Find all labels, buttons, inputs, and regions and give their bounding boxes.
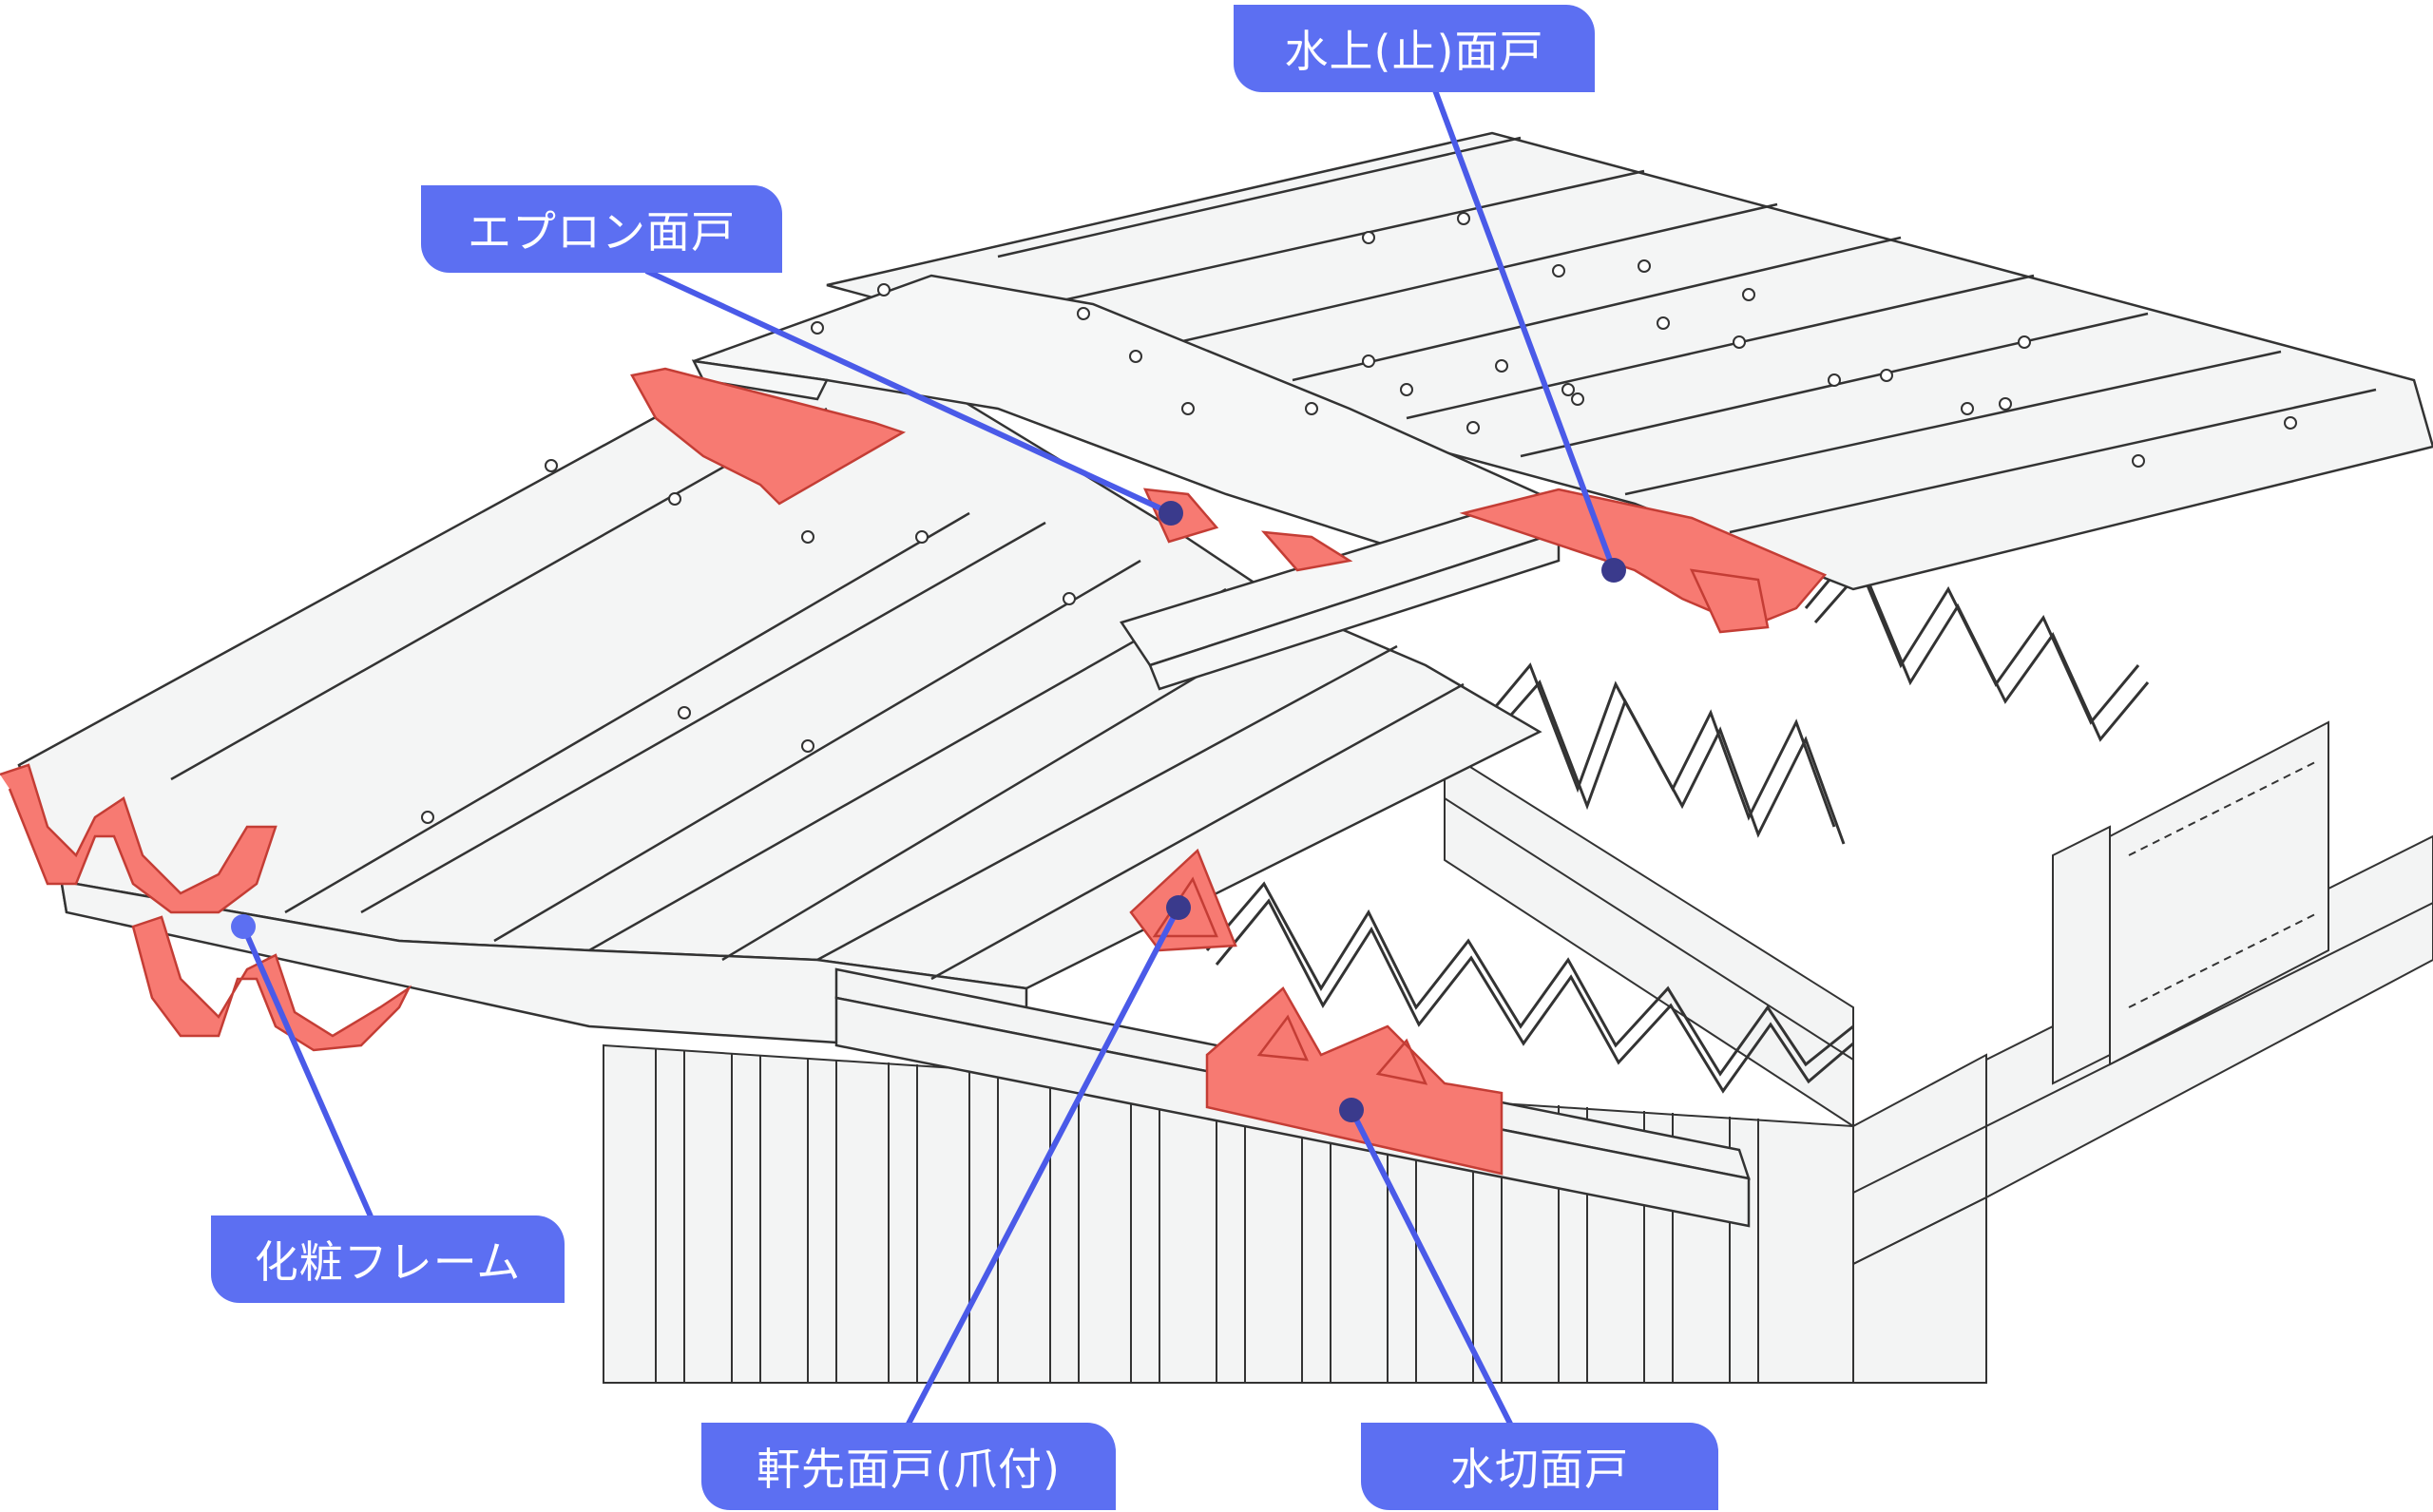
dot-apron [1159, 501, 1183, 526]
label-apron-text: エプロン面戸 [468, 206, 736, 258]
leader-mizukami [1432, 88, 1617, 572]
label-mizukami-text: 水上(止)面戸 [1284, 26, 1544, 77]
label-mizukami-closure: 水上(止)面戸 [1234, 5, 1595, 92]
leader-nokisaki [905, 906, 1181, 1427]
leader-apron [644, 268, 1173, 516]
label-nokisaki-bg [701, 1423, 1116, 1510]
leader-kesho [240, 925, 374, 1218]
label-nokisaki-closure: 軒先面戸(爪付) [701, 1423, 1116, 1510]
label-apron-closure: エプロン面戸 [421, 185, 782, 273]
mizukiri-highlight [1205, 986, 1504, 1176]
label-kesho-text: 化粧フレーム [254, 1236, 522, 1288]
fasteners [421, 212, 2297, 824]
leader-dots [231, 501, 1626, 1122]
label-kesho-frame: 化粧フレーム [211, 1215, 565, 1303]
leader-mizukiri [1349, 1108, 1514, 1427]
dot-kesho [231, 914, 256, 939]
label-mizukiri-bg [1361, 1423, 1718, 1510]
label-kesho-bg [211, 1215, 565, 1303]
apron-top-highlight [630, 367, 907, 506]
kesho-frame-highlight [0, 763, 278, 914]
dot-mizukiri [1339, 1098, 1364, 1122]
leader-lines [240, 88, 1617, 1427]
label-mizukiri-closure: 水切面戸 [1361, 1423, 1718, 1510]
roof-sheet-front [17, 316, 1542, 1057]
label-mizukami-bg [1234, 5, 1595, 92]
label-mizukiri-text: 水切面戸 [1450, 1444, 1629, 1495]
label-nokisaki-text: 軒先面戸(爪付) [757, 1444, 1061, 1495]
dot-mizukami [1601, 558, 1626, 583]
label-apron-bg [421, 185, 782, 273]
dot-nokisaki [1166, 895, 1191, 920]
